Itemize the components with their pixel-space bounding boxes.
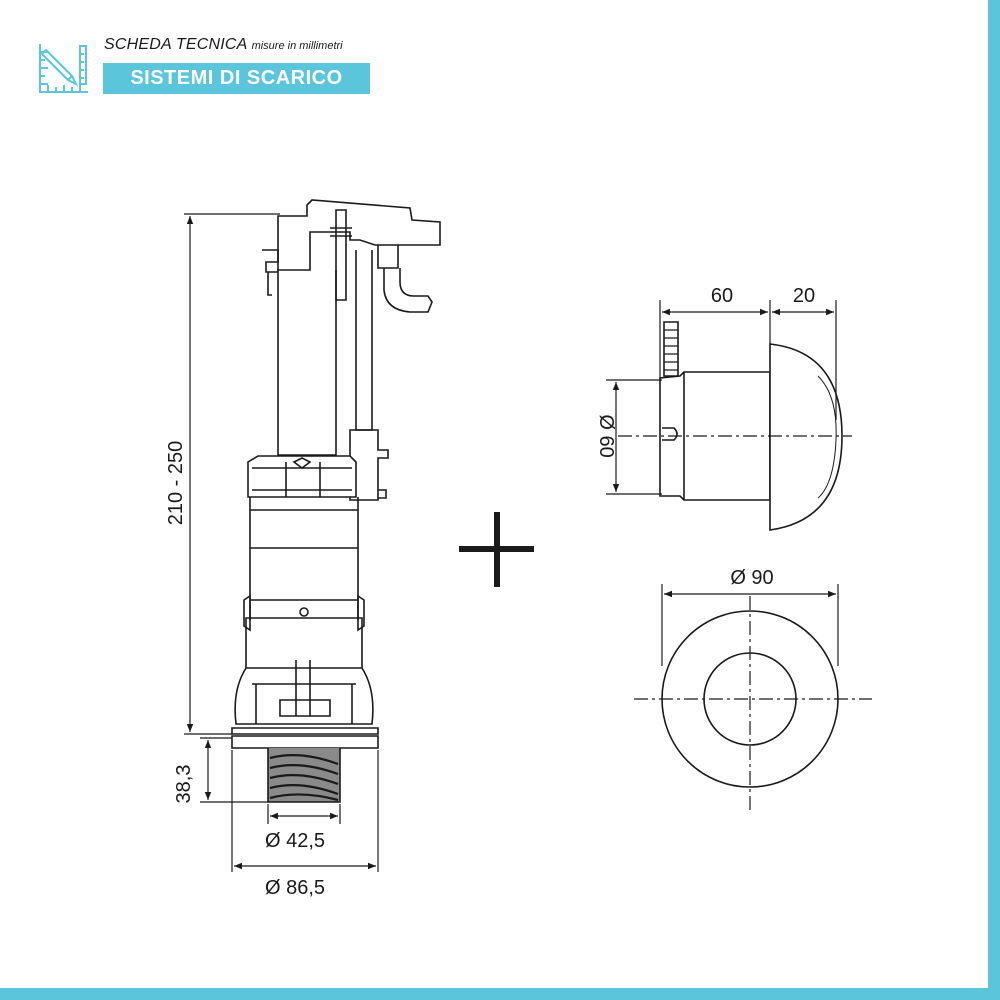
plus-icon [459, 512, 534, 587]
frame-right-border [988, 0, 1000, 1000]
thread-height-label: 38,3 [173, 765, 195, 804]
valve-dimension-lines [184, 213, 379, 872]
button-side-view [659, 321, 843, 531]
category-banner: SISTEMI DI SCARICO [103, 63, 370, 94]
base-diameter-label: Ø 86,5 [265, 877, 325, 899]
button-front-diameter-label: Ø 90 [730, 567, 773, 589]
button-cap-label: 20 [793, 285, 815, 307]
ruler-pencil-icon [39, 44, 88, 93]
flush-valve-drawing [231, 199, 441, 803]
header-title: SCHEDA TECNICA [104, 36, 248, 53]
frame-bottom-border [0, 988, 1000, 1000]
button-side-dimensions [606, 300, 852, 495]
header-subtitle: misure in millimetri [251, 40, 343, 52]
valve-height-label: 210 - 250 [165, 441, 187, 526]
thread-diameter-label: Ø 42,5 [265, 830, 325, 852]
button-depth-label: 60 [711, 285, 733, 307]
button-body-diameter-label: Ø 60 [595, 414, 617, 457]
button-front-dimensions [634, 584, 872, 812]
